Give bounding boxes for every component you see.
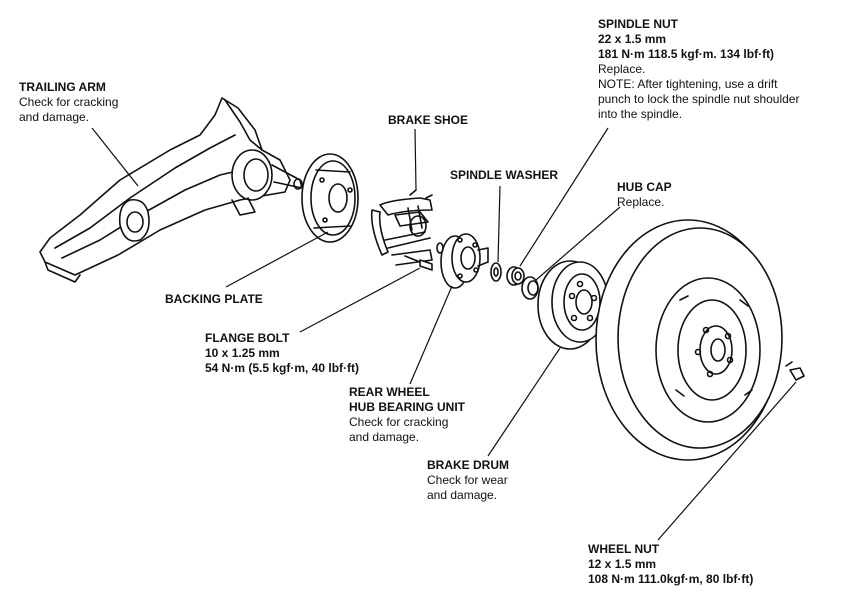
wheel-nut-spec-size: 12 x 1.5 mm (588, 557, 657, 571)
hub-bearing-title: REAR WHEEL (349, 385, 430, 399)
brake-drum-line-1: Check for wear (427, 473, 508, 487)
hub-bearing-line-2: and damage. (349, 430, 420, 444)
brake-shoe-part (370, 189, 433, 266)
backing-plate-part (301, 153, 359, 243)
leader-trailing-arm (91, 127, 139, 187)
hub-bearing-part (436, 233, 489, 289)
hub-cap-line-1: Replace. (617, 195, 665, 209)
spindle-nut-line-4: into the spindle. (598, 107, 683, 121)
backing-plate-title: BACKING PLATE (165, 292, 263, 306)
brake-shoe-title: BRAKE SHOE (388, 113, 469, 127)
leader-flange-bolt (299, 267, 421, 333)
leader-spindle-nut (519, 127, 609, 267)
leader-brake-shoe (414, 128, 417, 191)
backing-plate-label: BACKING PLATE (165, 292, 263, 307)
spindle-nut-spec-torque: 181 N·m 118.5 kgf·m. 134 lbf·ft) (598, 47, 775, 61)
spindle-nut-spec-size: 22 x 1.5 mm (598, 32, 667, 46)
leader-hub-cap (535, 206, 621, 281)
leader-backing-plate (225, 231, 329, 288)
trailing-arm-line-1: Check for cracking (19, 95, 119, 109)
hub-cap-part (521, 276, 539, 300)
brake-drum-line-2: and damage. (427, 488, 498, 502)
wheel-nut-part (785, 361, 805, 381)
wheel-nut-spec-torque: 108 N·m 111.0kgf·m, 80 lbf·ft) (588, 572, 754, 586)
spindle-washer-title: SPINDLE WASHER (450, 168, 559, 182)
spindle-washer-label: SPINDLE WASHER (450, 168, 558, 183)
trailing-arm-label: TRAILING ARM Check for cracking and dama… (19, 80, 118, 125)
hub-cap-title: HUB CAP (617, 180, 672, 194)
leader-wheel-nut (657, 381, 797, 541)
leader-spindle-washer (497, 185, 501, 263)
spindle-nut-part (506, 266, 525, 286)
hub-bearing-label: REAR WHEEL HUB BEARING UNIT Check for cr… (349, 385, 465, 445)
wheel-tire-part (595, 219, 783, 461)
spindle-nut-line-2: NOTE: After tightening, use a drift (598, 77, 778, 91)
flange-bolt-label: FLANGE BOLT 10 x 1.25 mm 54 N·m (5.5 kgf… (205, 331, 359, 376)
spindle-nut-line-1: Replace. (598, 62, 646, 76)
wheel-nut-label: WHEEL NUT 12 x 1.5 mm 108 N·m 111.0kgf·m… (588, 542, 753, 587)
spindle-nut-line-3: punch to lock the spindle nut shoulder (598, 92, 800, 106)
hub-bearing-title-2: HUB BEARING UNIT (349, 400, 465, 414)
trailing-arm-title: TRAILING ARM (19, 80, 106, 94)
trailing-arm-part (39, 97, 303, 283)
brake-shoe-label: BRAKE SHOE (388, 113, 468, 128)
hub-cap-label: HUB CAP Replace. (617, 180, 672, 210)
flange-bolt-title: FLANGE BOLT (205, 331, 290, 345)
brake-drum-label: BRAKE DRUM Check for wear and damage. (427, 458, 509, 503)
leader-hub-bearing (409, 285, 453, 385)
leader-lines (91, 127, 797, 541)
wheel-nut-title: WHEEL NUT (588, 542, 660, 556)
brake-drum-title: BRAKE DRUM (427, 458, 509, 472)
spindle-nut-label: SPINDLE NUT 22 x 1.5 mm 181 N·m 118.5 kg… (598, 17, 799, 122)
spindle-nut-title: SPINDLE NUT (598, 17, 679, 31)
flange-bolt-part (404, 255, 433, 271)
trailing-arm-line-2: and damage. (19, 110, 90, 124)
flange-bolt-spec-size: 10 x 1.25 mm (205, 346, 280, 360)
leader-brake-drum (487, 347, 561, 457)
hub-bearing-line-1: Check for cracking (349, 415, 449, 429)
flange-bolt-spec-torque: 54 N·m (5.5 kgf·m, 40 lbf·ft) (205, 361, 360, 375)
spindle-washer-part (490, 262, 502, 282)
